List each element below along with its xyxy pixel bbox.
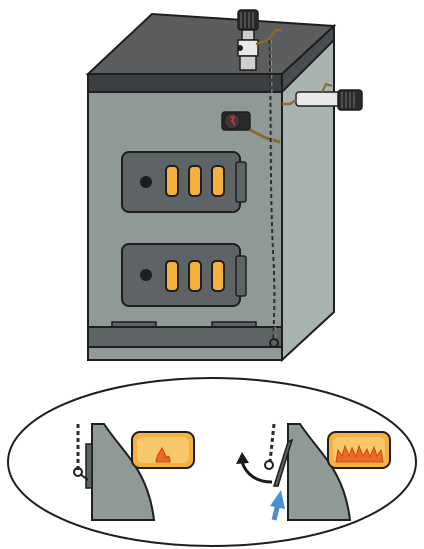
thermostat-regulator-icon (237, 9, 282, 71)
boiler-top-edge (87, 73, 283, 93)
lower-door (121, 243, 247, 307)
upper-door (121, 151, 247, 213)
boiler-front-panel (87, 91, 283, 361)
lower-door-handle (140, 269, 152, 281)
safety-valve-icon (282, 82, 363, 111)
pressure-gauge-icon (221, 111, 281, 144)
damper-open-view (236, 423, 391, 521)
chain-icon (268, 39, 279, 348)
flame-icon (155, 446, 171, 463)
arrow-open-icon (240, 461, 273, 484)
damper-detail-panel (7, 377, 417, 547)
airflow-arrow-icon (270, 490, 285, 521)
upper-door-handle (140, 176, 152, 188)
flame-icon (335, 444, 384, 463)
boiler-unit (85, 9, 363, 363)
damper-closed-view (73, 423, 195, 521)
ash-door (87, 321, 283, 348)
